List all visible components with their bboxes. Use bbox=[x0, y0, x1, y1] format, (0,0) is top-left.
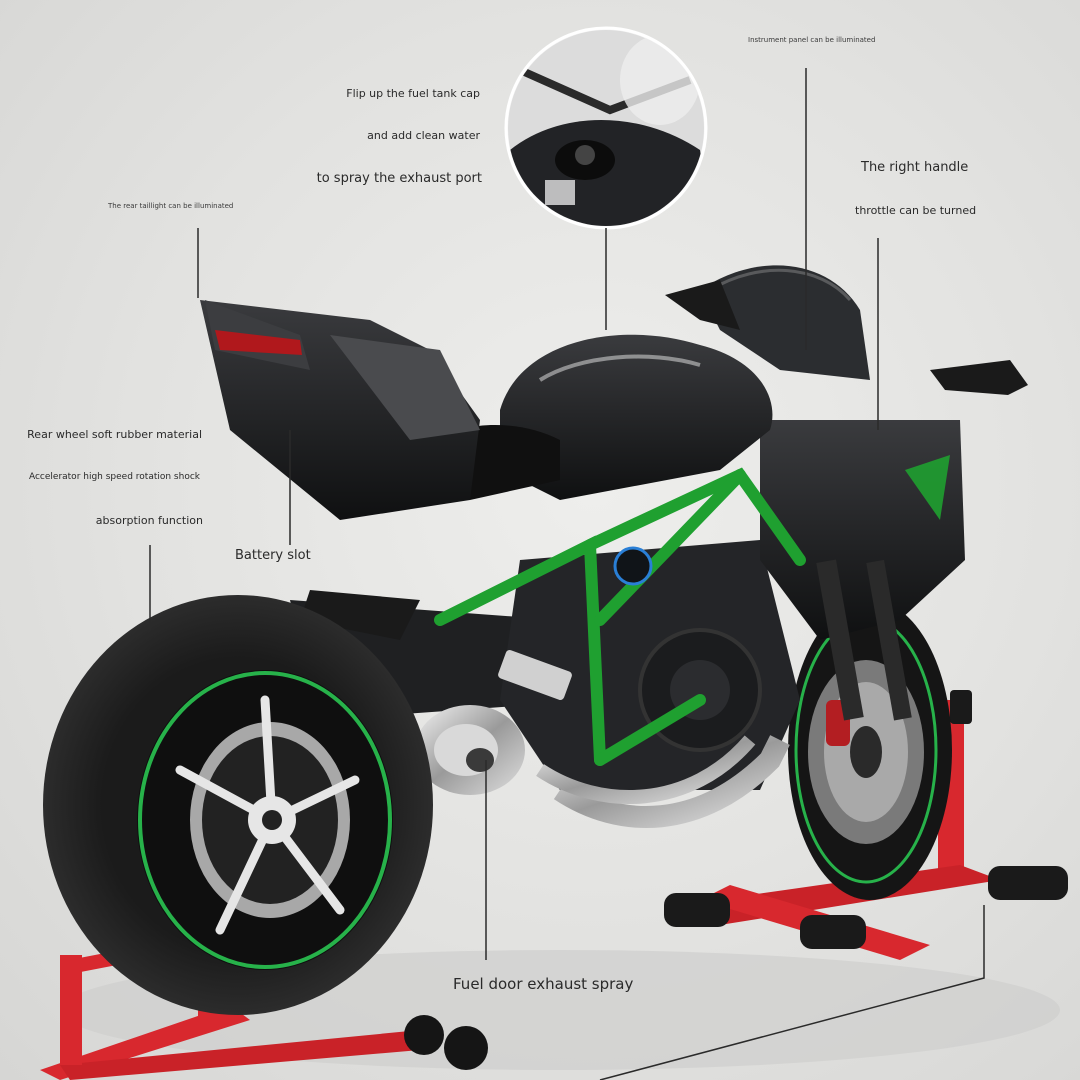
rear-wheel-label-line2: Accelerator high speed rotation shock bbox=[28, 472, 200, 482]
rear-taillight-label: The rear taillight can be illuminated bbox=[108, 202, 234, 210]
rear-wheel-label-line1: Rear wheel soft rubber material bbox=[27, 428, 202, 441]
rear-wheel bbox=[43, 595, 433, 1015]
rear-wheel-label-line3: absorption function bbox=[95, 514, 203, 527]
right-handle-label-line2: throttle can be turned bbox=[855, 204, 977, 217]
front-stand bbox=[664, 690, 1068, 960]
fuel-cap-detail-inset bbox=[504, 26, 708, 230]
right-handle-label-line1: The right handle bbox=[861, 160, 969, 175]
fuel-door-label: Fuel door exhaust spray bbox=[453, 975, 634, 993]
fuel-tank-label-line3: to spray the exhaust port bbox=[316, 171, 482, 186]
battery-slot-label: Battery slot bbox=[235, 548, 311, 563]
instrument-panel-label: Instrument panel can be illuminated bbox=[748, 36, 876, 44]
motorcycle-body bbox=[200, 265, 1028, 829]
front-wheel bbox=[788, 600, 952, 900]
fuel-tank-label-line2: and add clean water bbox=[367, 129, 480, 142]
trellis-frame bbox=[434, 467, 806, 766]
callout-lines bbox=[149, 68, 985, 1080]
fuel-tank-label-line1: Flip up the fuel tank cap bbox=[346, 87, 480, 100]
